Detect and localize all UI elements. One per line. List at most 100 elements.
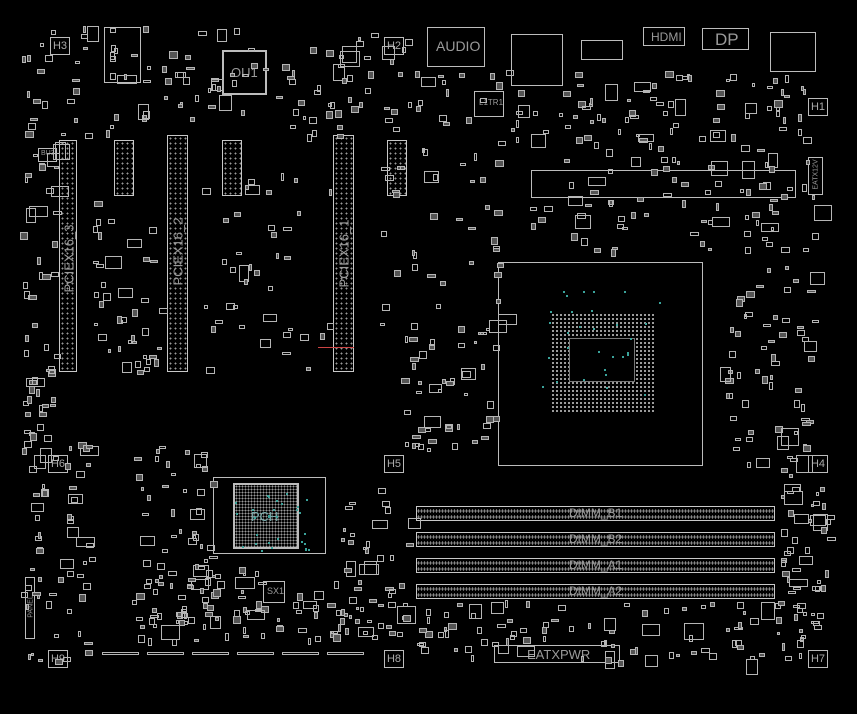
ou1-chip[interactable]: OU1	[222, 50, 267, 95]
dp-connector[interactable]: DP	[702, 28, 749, 50]
smd-component	[222, 259, 227, 266]
smd-component	[768, 165, 775, 174]
net-dot	[266, 495, 269, 498]
panel-header[interactable]: PANEL	[25, 577, 35, 639]
smd-component	[461, 367, 476, 380]
smd-component	[305, 367, 311, 372]
pcie-x1-slot-b[interactable]	[222, 140, 242, 196]
smd-component	[39, 405, 43, 412]
smd-component	[86, 463, 91, 468]
net-dot	[268, 496, 271, 499]
smd-component	[83, 25, 87, 34]
smd-component	[314, 612, 319, 619]
smd-component	[243, 634, 250, 638]
dimm-slot-b1[interactable]: DIMM_B1	[416, 506, 775, 521]
usb-stack-connector[interactable]	[770, 32, 816, 72]
smd-component	[741, 145, 750, 153]
smd-component	[470, 179, 476, 183]
smd-component	[745, 215, 750, 220]
smd-component	[202, 187, 211, 196]
smd-component	[149, 617, 155, 625]
eatx12v-connector[interactable]: EATX12V	[808, 157, 823, 195]
smd-component	[105, 130, 111, 138]
smd-component	[700, 240, 706, 247]
smd-component	[25, 378, 46, 388]
pcie-x1-slot-a[interactable]	[114, 140, 134, 196]
mount-hole-h8[interactable]: H8	[384, 650, 404, 668]
pcie-slot-3[interactable]: PCIEX16_3	[59, 140, 77, 372]
smd-component	[142, 513, 149, 517]
smd-component	[663, 193, 672, 198]
smd-component	[260, 632, 266, 640]
smd-component	[341, 538, 345, 543]
smd-component	[283, 256, 292, 260]
dimm-slot-b2[interactable]: DIMM_B2	[416, 532, 775, 547]
smd-component	[742, 161, 756, 179]
hdmi-connector[interactable]: HDMI	[643, 27, 685, 46]
smd-component	[760, 345, 767, 351]
cpu-socket[interactable]	[498, 262, 703, 466]
smd-component	[412, 263, 418, 272]
smd-component	[469, 261, 475, 266]
smd-component	[576, 136, 584, 144]
eatxpwr-connector[interactable]: EATXPWR	[494, 645, 620, 663]
pch-chip[interactable]: PCH	[233, 483, 299, 549]
mount-hole-h4[interactable]: H4	[808, 455, 828, 473]
smd-component	[803, 137, 813, 145]
pcie-slot-2[interactable]: PCIEX16_2	[167, 135, 188, 372]
mount-hole-h1[interactable]: H1	[808, 98, 828, 116]
smd-component	[132, 340, 137, 345]
smd-component	[387, 592, 393, 598]
smd-component	[121, 361, 133, 374]
dimm-slot-a2[interactable]: DIMM_A2	[416, 584, 775, 599]
smd-component	[489, 320, 507, 333]
smd-component	[333, 634, 341, 642]
smd-component	[326, 110, 334, 119]
smd-component	[342, 78, 348, 84]
net-dot	[556, 381, 559, 384]
smd-component	[435, 304, 442, 309]
smd-component	[92, 226, 99, 233]
smd-component	[767, 86, 774, 90]
sx1-chip[interactable]: SX1	[263, 581, 285, 603]
smd-component	[737, 372, 741, 379]
smd-component	[362, 631, 369, 635]
smd-component	[201, 596, 210, 603]
smd-component	[440, 280, 446, 286]
smd-component	[60, 559, 74, 570]
smd-component	[201, 466, 208, 472]
l1tr1-chip[interactable]: L1TR1	[474, 91, 504, 117]
dimm-slot-a1[interactable]: DIMM_A1	[416, 558, 775, 573]
audio-connector[interactable]: AUDIO	[427, 27, 485, 67]
vreg-module[interactable]	[104, 27, 141, 83]
smd-component	[733, 446, 741, 452]
smd-component	[756, 285, 765, 289]
net-dot	[630, 337, 633, 340]
smd-component	[155, 578, 159, 583]
smd-component	[716, 104, 725, 111]
smd-component	[770, 198, 779, 203]
smd-component	[51, 241, 59, 249]
mount-hole-h3[interactable]: H3	[50, 37, 70, 55]
pcie-slot-1[interactable]: PCIEX16_1	[333, 135, 354, 372]
usb-lan-connector[interactable]	[511, 34, 563, 86]
smd-component	[32, 323, 39, 328]
smd-component	[399, 582, 405, 589]
mount-hole-h5[interactable]: H5	[384, 455, 404, 473]
smd-component	[601, 117, 607, 124]
smd-component	[51, 185, 69, 198]
smd-component	[681, 181, 689, 187]
mount-hole-h7[interactable]: H7	[808, 650, 828, 668]
smd-component	[809, 272, 826, 285]
smd-component	[783, 551, 791, 556]
smd-component	[807, 289, 817, 294]
smd-component	[26, 396, 33, 405]
smd-component	[55, 659, 64, 665]
smd-component	[690, 232, 699, 237]
smd-component	[392, 192, 400, 199]
smd-component	[776, 435, 790, 451]
net-dot	[254, 517, 257, 520]
smd-component	[635, 133, 640, 138]
smd-component	[256, 601, 262, 609]
usb-header[interactable]	[581, 40, 623, 60]
